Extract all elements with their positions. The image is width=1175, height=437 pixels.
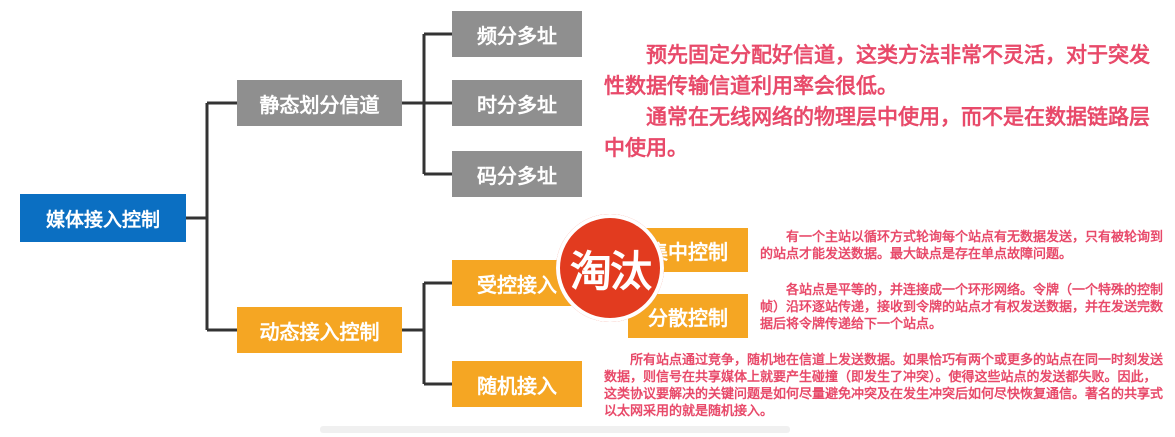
note-static-line-1: 预先固定分配好信道，这类方法非常不灵活，对于突发性数据传输信道利用率会很低。 — [604, 43, 1150, 98]
connector-root — [186, 101, 237, 332]
note-centralized-text: 有一个主站以循环方式轮询每个站点有无数据发送，只有被轮询到的站点才能发送数据。最… — [760, 230, 1164, 262]
obsolete-stamp: 淘汰 — [556, 214, 664, 322]
connector-static — [402, 32, 452, 176]
note-centralized-control: 有一个主站以循环方式轮询每个站点有无数据发送，只有被轮询到的站点才能发送数据。最… — [760, 229, 1170, 263]
node-root-media-access-control: 媒体接入控制 — [20, 194, 186, 242]
footer-bar — [320, 426, 790, 433]
node-distributed-control: 分散控制 — [628, 294, 748, 338]
note-distributed-text: 各站点是平等的，并连接成一个环形网络。令牌（一个特殊的控制帧）沿环逐站传递，接收… — [760, 283, 1164, 332]
node-static-channel-partition: 静态划分信道 — [237, 80, 402, 126]
note-static-line-2: 通常在无线网络的物理层中使用，而不是在数据链路层中使用。 — [604, 105, 1150, 160]
note-random-text: 所有站点通过竞争，随机地在信道上发送数据。如果恰巧有两个或更多的站点在同一时刻发… — [604, 353, 1164, 419]
connector-dynamic — [402, 281, 452, 386]
node-tdma: 时分多址 — [452, 80, 582, 126]
note-distributed-control: 各站点是平等的，并连接成一个环形网络。令牌（一个特殊的控制帧）沿环逐站传递，接收… — [760, 282, 1170, 333]
node-cdma: 码分多址 — [452, 151, 582, 197]
note-static-partition: 预先固定分配好信道，这类方法非常不灵活，对于突发性数据传输信道利用率会很低。 通… — [604, 40, 1164, 164]
note-random-access: 所有站点通过竞争，随机地在信道上发送数据。如果恰巧有两个或更多的站点在同一时刻发… — [604, 352, 1169, 420]
node-dynamic-access-control: 动态接入控制 — [237, 307, 402, 353]
node-fdma: 频分多址 — [452, 11, 582, 57]
node-random-access: 随机接入 — [452, 361, 582, 407]
